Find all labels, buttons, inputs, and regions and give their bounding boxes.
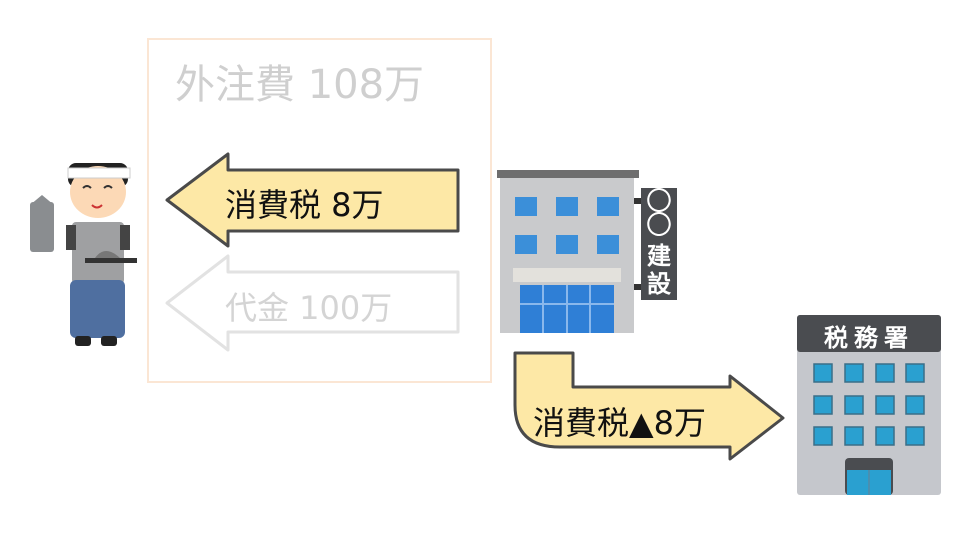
- outsourcing-cost-title: 外注費 108万: [175, 62, 425, 108]
- company-sign-line2: 建設: [647, 242, 671, 298]
- outsourcing-cost-box: [147, 38, 492, 383]
- tax-office-sign: 税務署: [824, 324, 914, 352]
- tax-arrow-label: 消費税 8万: [225, 186, 384, 224]
- company-sign-line1: 〇〇: [645, 187, 672, 241]
- tax-office-arrow-label: 消費税▲8万: [533, 404, 706, 442]
- payment-arrow-label: 代金 100万: [225, 289, 393, 327]
